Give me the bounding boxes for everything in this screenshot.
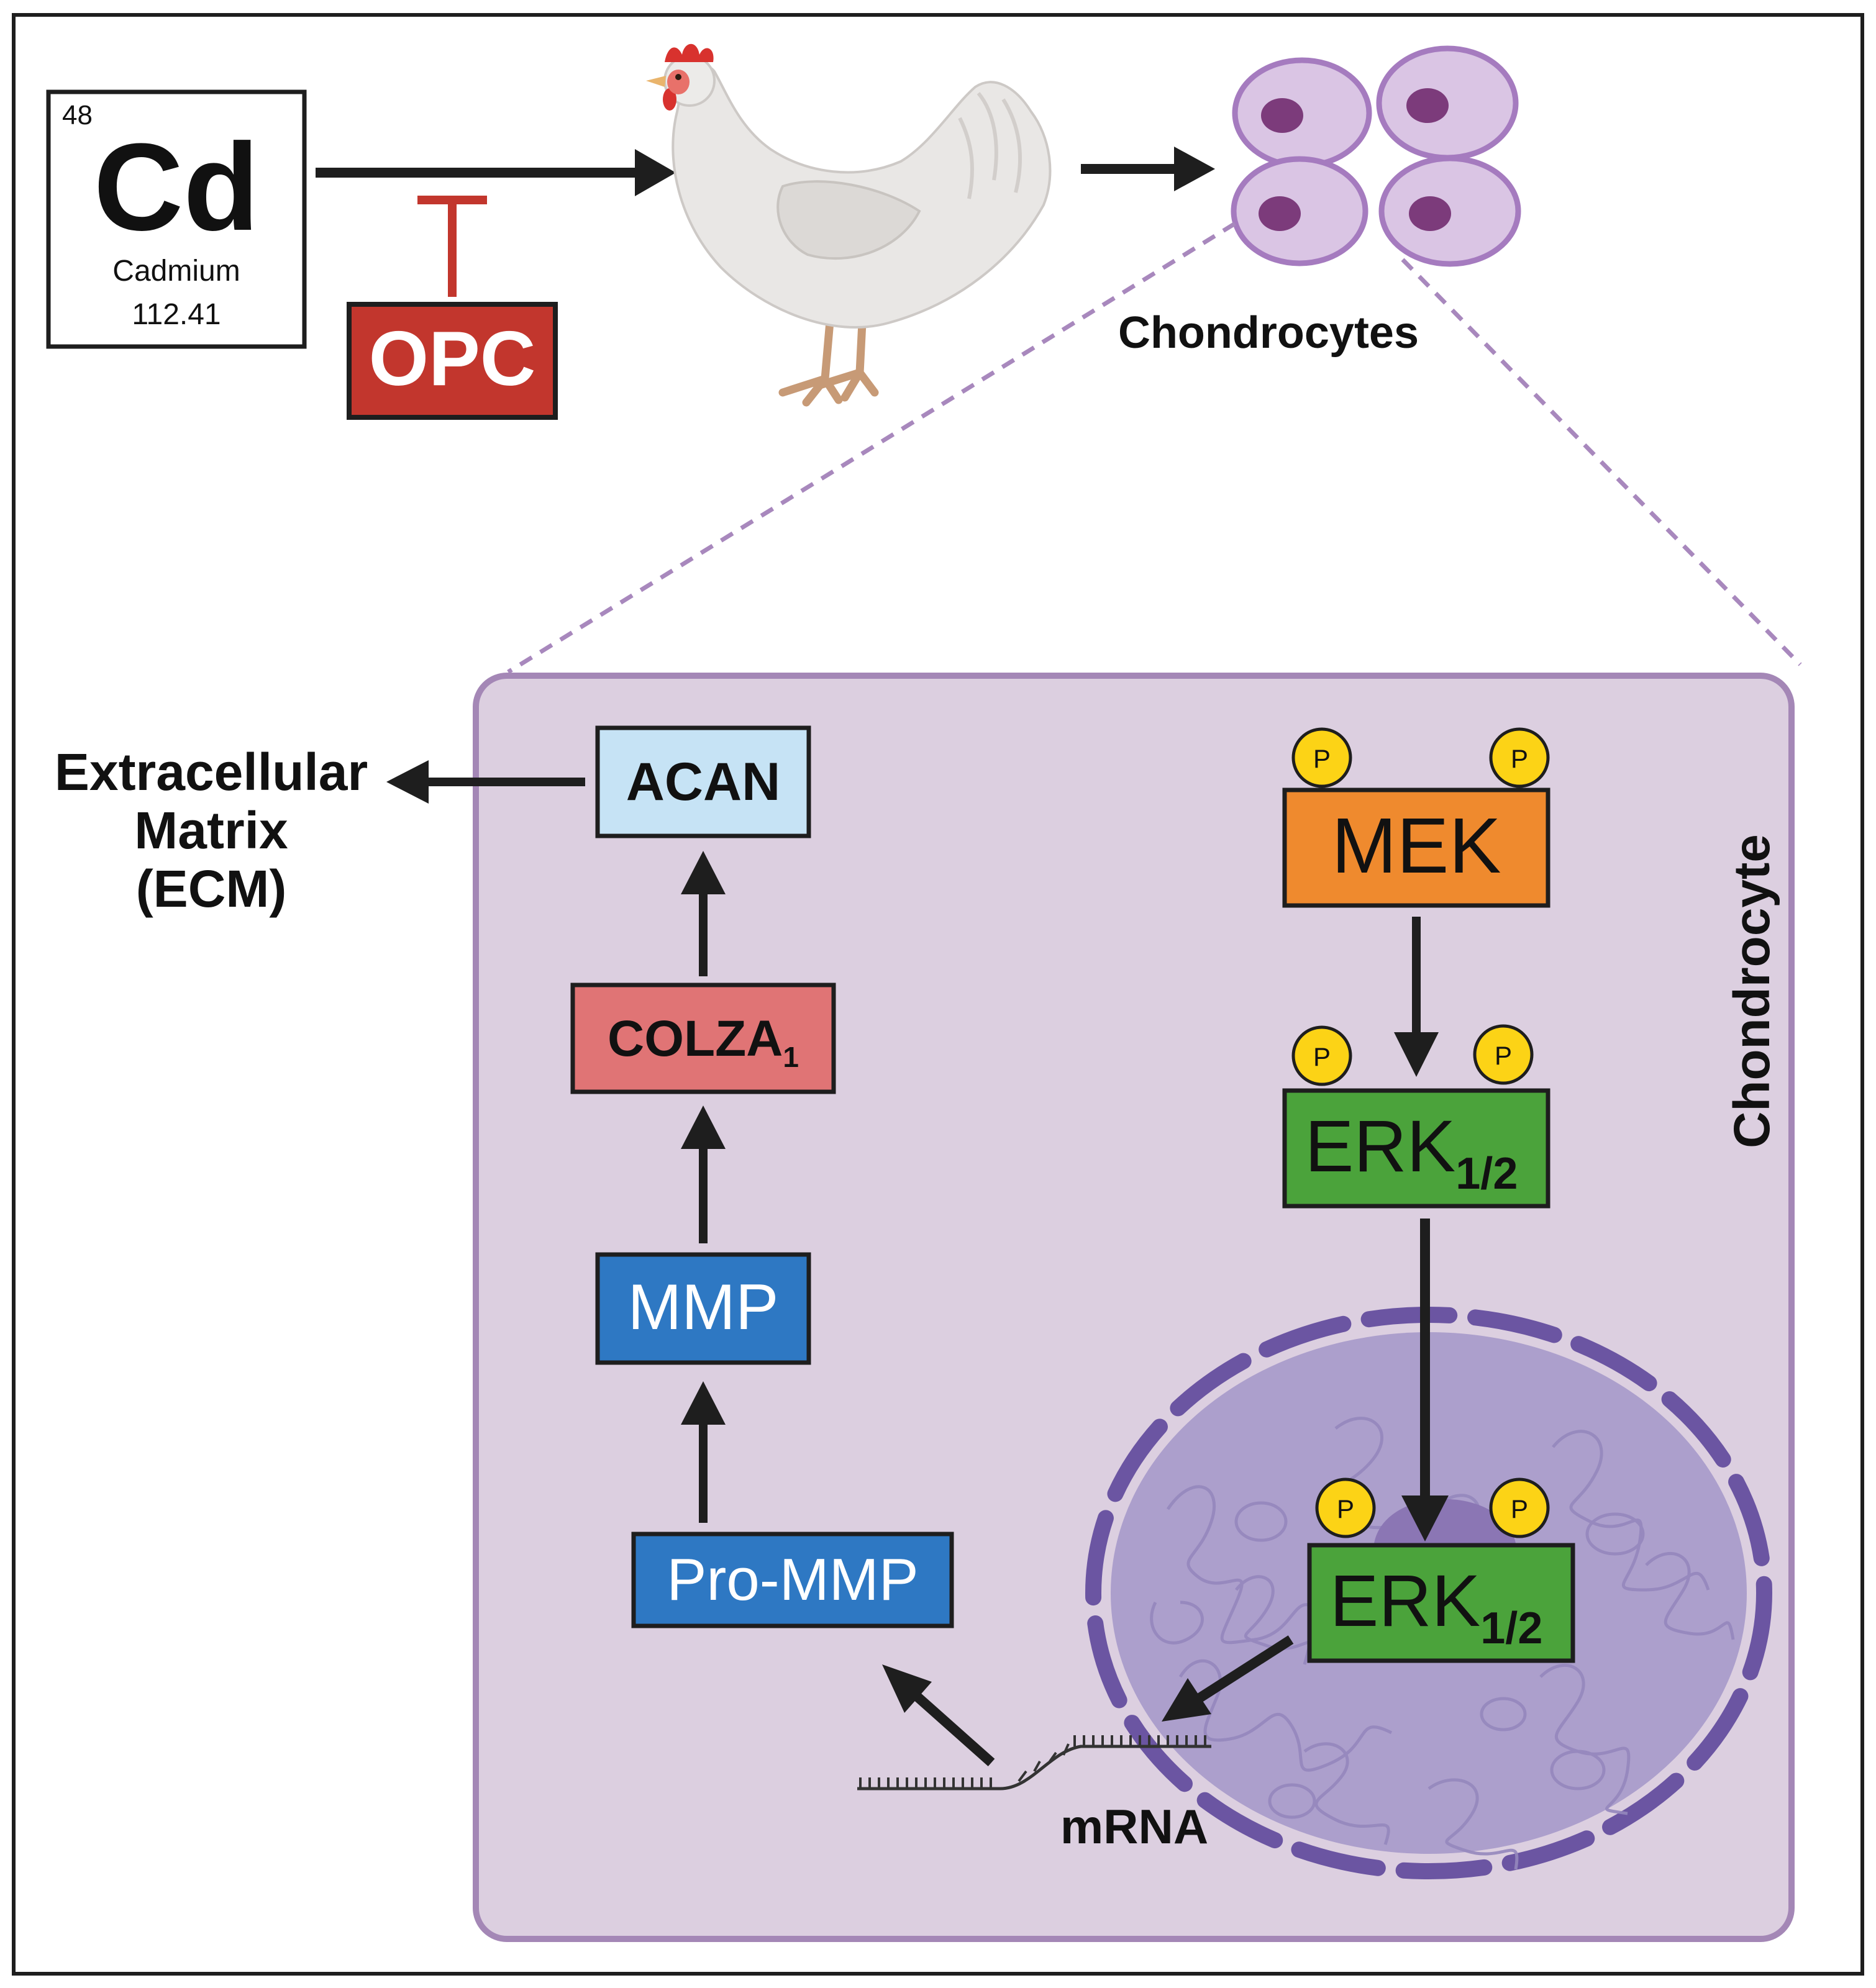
arrow-erk-to-nucleus	[1401, 1219, 1449, 1541]
ecm-label: Extracellular Matrix (ECM)	[55, 743, 368, 918]
mmp-box: MMP	[595, 1252, 811, 1365]
erk-nucleus-label: ERK1/2	[1330, 1560, 1543, 1653]
acan-label: ACAN	[626, 752, 780, 812]
pro-mmp-box: Pro-MMP	[631, 1532, 954, 1628]
mmp-label: MMP	[628, 1271, 779, 1343]
svg-text:P: P	[1313, 1042, 1331, 1071]
phospho-mek-left: P	[1291, 727, 1352, 788]
erk-nucleus-box: ERK1/2	[1307, 1543, 1575, 1663]
arrow-promp-to-mmp	[681, 1381, 726, 1523]
arrow-colza-to-acan	[681, 851, 726, 976]
erk-cytoplasm-label: ERK1/2	[1305, 1105, 1518, 1199]
svg-text:P: P	[1511, 744, 1528, 773]
arrow-acan-to-ecm	[386, 760, 585, 804]
erk-cytoplasm-box: ERK1/2	[1282, 1088, 1550, 1209]
colza-base: COLZA	[608, 1010, 783, 1067]
mek-label: MEK	[1331, 802, 1501, 889]
arrow-mek-to-erk	[1394, 917, 1439, 1077]
svg-text:P: P	[1313, 744, 1331, 773]
arrow-cd-to-chicken	[316, 149, 676, 196]
element-name: Cadmium	[112, 255, 240, 288]
element-card: 48 Cd Cadmium 112.41	[46, 89, 307, 349]
arrow-mrna-to-promp	[882, 1664, 995, 1766]
svg-text:P: P	[1495, 1041, 1512, 1070]
chondrocyte-cluster-icon	[1231, 45, 1521, 267]
arrow-mmp-to-colza	[681, 1105, 726, 1243]
colza-subscript: 1	[783, 1041, 799, 1073]
colza-box: COLZA1	[570, 983, 836, 1094]
phospho-erk-nuclear-right: P	[1489, 1477, 1550, 1538]
element-mass: 112.41	[132, 298, 221, 331]
element-number: 48	[62, 100, 93, 130]
opc-label: OPC	[369, 316, 536, 402]
opc-box: OPC	[347, 302, 558, 420]
svg-text:P: P	[1337, 1494, 1354, 1523]
zoom-lines	[507, 222, 1802, 674]
phospho-erk-left: P	[1291, 1025, 1352, 1086]
svg-text:P: P	[1511, 1494, 1528, 1523]
colza-label: COLZA1	[608, 1010, 799, 1073]
element-symbol: Cd	[94, 118, 260, 256]
mrna-strand	[857, 1735, 1211, 1791]
arrow-erk-to-mrna	[1162, 1635, 1294, 1722]
chondrocyte-label: Chondrocyte	[1724, 834, 1780, 1148]
pro-mmp-label: Pro-MMP	[667, 1546, 918, 1613]
ecm-line-3: (ECM)	[136, 860, 287, 918]
ecm-line-2: Matrix	[134, 801, 288, 860]
phospho-mek-right: P	[1489, 727, 1550, 788]
chondrocytes-label: Chondrocytes	[1118, 308, 1419, 358]
mek-box: MEK	[1282, 787, 1550, 908]
arrow-chicken-to-cells	[1081, 147, 1215, 191]
phospho-erk-right: P	[1473, 1024, 1534, 1085]
phospho-erk-nuclear-left: P	[1315, 1477, 1376, 1538]
inhibition-mark	[417, 196, 487, 297]
acan-box: ACAN	[595, 725, 811, 838]
ecm-line-1: Extracellular	[55, 743, 368, 801]
mrna-label: mRNA	[1060, 1799, 1208, 1854]
chicken-icon	[646, 43, 1052, 407]
